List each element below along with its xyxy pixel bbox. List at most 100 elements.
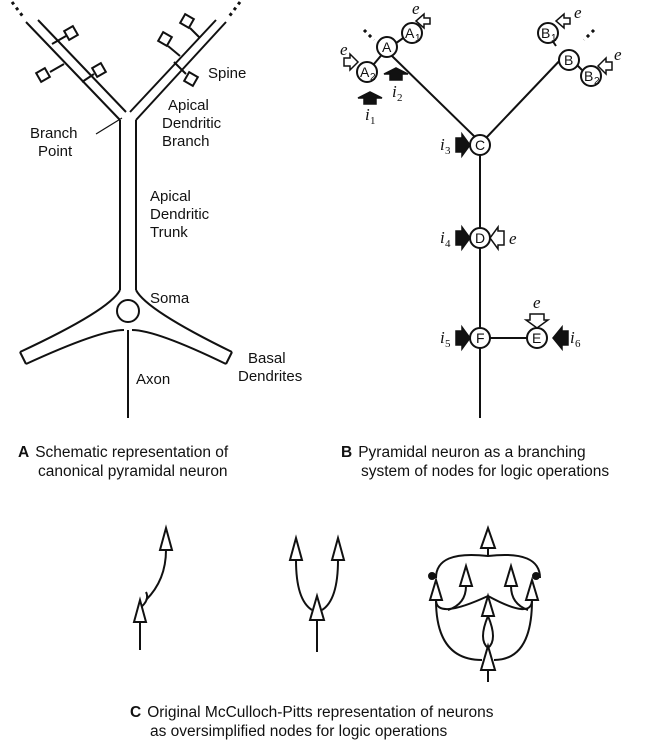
node-b1-sub: 1 <box>551 33 557 44</box>
mp-chain-pair <box>132 524 174 650</box>
i2-label: i <box>392 82 397 101</box>
edge-a-c <box>391 55 477 139</box>
inhibitory-arrow-i3 <box>455 131 471 159</box>
panel-b-input-labels: e e e e e e i 1 i 2 i 3 i 4 i 5 i 6 <box>340 0 622 350</box>
caption-c-letter: C <box>130 704 142 721</box>
right-basal-tip <box>225 351 233 365</box>
label-apical-branch-1: Apical <box>168 97 209 114</box>
i5-label: i <box>440 328 445 347</box>
caption-b-line1: Pyramidal neuron as a branching <box>358 444 586 461</box>
inhibitory-arrow-i5 <box>455 324 471 352</box>
node-a2-sub: 2 <box>370 72 376 83</box>
b-continuation <box>582 28 596 42</box>
left-apical-branch-inner <box>37 19 127 113</box>
node-f-label: F <box>476 330 485 346</box>
left-basal-tip <box>19 351 27 365</box>
e-label-a2: e <box>340 40 348 59</box>
excitatory-arrow-e <box>523 313 551 329</box>
node-b2-label: B <box>584 68 593 84</box>
left-basal-lower <box>25 329 125 365</box>
node-a1-label: A <box>405 25 415 41</box>
node-b1-label: B <box>541 25 550 41</box>
caption-b-letter: B <box>341 444 353 461</box>
i4-sub: 4 <box>445 238 451 250</box>
edge-b-c <box>485 55 565 139</box>
excitatory-arrow-a2 <box>343 52 360 72</box>
e-label-e: e <box>533 293 541 312</box>
caption-b-line2: system of nodes for logic operations <box>361 463 610 480</box>
label-trunk-2: Dendritic <box>150 206 210 223</box>
a-continuation <box>362 28 376 42</box>
panel-b-input-arrows <box>343 12 613 352</box>
left-basal-upper <box>19 289 121 353</box>
caption-a: A Schematic representation of canonical p… <box>18 443 228 481</box>
inhibitory-arrow-i6 <box>552 324 569 352</box>
mp-complex-network <box>428 524 541 682</box>
mp-convergent-triplet <box>288 534 346 652</box>
soma-nucleus <box>116 299 140 323</box>
label-basal-2: Dendrites <box>238 368 302 385</box>
excitatory-arrow-b2 <box>596 56 613 76</box>
label-axon: Axon <box>136 371 170 388</box>
caption-c-line1: Original McCulloch-Pitts representation … <box>147 704 494 721</box>
label-trunk-3: Trunk <box>150 224 188 241</box>
i2-sub: 2 <box>397 92 403 104</box>
label-apical-branch-3: Branch <box>162 133 210 150</box>
caption-a-line1: Schematic representation of <box>35 444 229 461</box>
excitatory-arrow-d <box>489 224 505 252</box>
i3-sub: 3 <box>445 145 451 157</box>
label-trunk-1: Apical <box>150 188 191 205</box>
node-b <box>558 49 580 71</box>
inhibitory-arrow-i4 <box>455 224 471 252</box>
label-branch-point-1: Branch <box>30 125 78 142</box>
node-b2-sub: 2 <box>594 76 600 87</box>
caption-a-line2: canonical pyramidal neuron <box>38 463 228 480</box>
panel-b-node-system <box>356 22 602 418</box>
panel-c-mcculloch-pitts <box>132 524 541 682</box>
i6-label: i <box>570 328 575 347</box>
e-label-b2: e <box>614 45 622 64</box>
node-a1-sub: 1 <box>415 33 421 44</box>
spines-right <box>156 12 201 88</box>
label-spine: Spine <box>208 65 246 82</box>
inhibitory-arrow-i2 <box>383 67 409 81</box>
label-apical-branch-2: Dendritic <box>162 115 222 132</box>
i4-label: i <box>440 228 445 247</box>
left-apical-branch-outer <box>25 21 121 121</box>
left-branch-continuation <box>10 1 26 19</box>
caption-a-letter: A <box>18 444 30 461</box>
node-c-label: C <box>475 137 485 153</box>
i3-label: i <box>440 135 445 154</box>
e-label-b1: e <box>574 3 582 22</box>
node-a <box>376 36 398 58</box>
label-branch-point-2: Point <box>38 143 73 160</box>
excitatory-arrow-a1 <box>414 12 431 30</box>
branch-point-pointer <box>95 117 123 135</box>
caption-c-line2: as oversimplified nodes for logic operat… <box>150 723 448 740</box>
caption-c: C Original McCulloch-Pitts representation… <box>130 703 494 741</box>
node-b-label: B <box>564 52 573 68</box>
right-branch-continuation <box>226 1 242 19</box>
node-a-label: A <box>382 39 392 55</box>
right-apical-branch-inner <box>129 19 217 113</box>
node-b1 <box>537 22 559 44</box>
right-basal-lower <box>131 329 227 365</box>
excitatory-arrow-b1 <box>554 12 571 30</box>
right-basal-upper <box>135 289 233 353</box>
e-label-d: e <box>509 229 517 248</box>
node-b2 <box>580 65 602 87</box>
inhibitory-arrow-i1 <box>357 91 383 105</box>
node-a2-label: A <box>360 64 370 80</box>
caption-b: B Pyramidal neuron as a branching system … <box>341 443 609 481</box>
i6-sub: 6 <box>575 338 581 350</box>
i1-label: i <box>365 105 370 124</box>
node-a2 <box>356 61 378 83</box>
spines-left <box>34 24 108 84</box>
panel-a-labels: Spine Apical Dendritic Branch Branch Poi… <box>30 65 302 388</box>
i5-sub: 5 <box>445 338 451 350</box>
label-basal-1: Basal <box>248 350 286 367</box>
node-a1 <box>401 22 423 44</box>
panel-a-neuron-schematic <box>10 1 242 418</box>
node-e-label: E <box>532 330 541 346</box>
node-d-label: D <box>475 230 485 246</box>
